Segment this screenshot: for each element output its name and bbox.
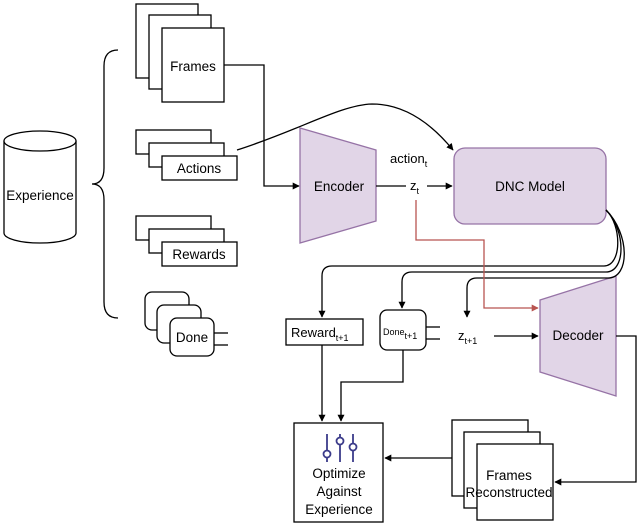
actions-label: Actions xyxy=(177,161,222,176)
done-label: Done xyxy=(176,330,208,345)
decoder-label: Decoder xyxy=(552,328,604,343)
done-next-label: Donet+1 xyxy=(383,327,417,341)
arrow-dnc-to-done xyxy=(398,209,622,309)
reward-next-label: Rewardt+1 xyxy=(291,325,349,343)
experience-database: Experience xyxy=(3,130,77,244)
optimize-line-1: Optimize xyxy=(312,466,365,481)
z-t-label: zt xyxy=(410,178,420,196)
arrow-z-to-decoder xyxy=(415,200,539,312)
encoder-label: Encoder xyxy=(314,179,365,194)
reward-next-box: Rewardt+1 xyxy=(285,318,364,346)
optimize-line-3: Experience xyxy=(305,502,373,517)
done-next-box: Donet+1 xyxy=(379,309,440,351)
done-stack: Done xyxy=(144,291,228,357)
rewards-label: Rewards xyxy=(172,247,226,262)
dnc-model-label: DNC Model xyxy=(495,179,565,194)
actions-stack: Actions xyxy=(135,129,238,181)
rewards-stack: Rewards xyxy=(135,215,238,267)
optimize-box: Optimize Against Experience xyxy=(293,422,384,523)
experience-label: Experience xyxy=(6,188,74,203)
arrow-dnc-to-reward xyxy=(318,209,619,318)
sliders-icon xyxy=(322,434,358,462)
frames-reconstructed-stack: Frames Reconstructed xyxy=(451,419,554,521)
experience-brace xyxy=(91,49,119,319)
arrow-decoder-to-frames-reconstructed xyxy=(554,335,637,486)
decoder-module: Decoder xyxy=(539,275,617,397)
arrow-done-to-optimize xyxy=(337,350,404,422)
arrow-dnc-to-z-next xyxy=(463,209,625,318)
encoder-module: Encoder xyxy=(299,127,377,244)
arrow-frames-to-encoder xyxy=(224,64,300,190)
frames-stack: Frames xyxy=(135,3,225,103)
frames-label: Frames xyxy=(170,59,216,74)
arrow-actions-to-dnc xyxy=(236,103,454,151)
frames-reconstructed-line-1: Frames xyxy=(486,468,532,483)
optimize-line-2: Against xyxy=(316,484,361,499)
z-next-label: zt+1 xyxy=(458,328,477,346)
frames-reconstructed-line-2: Reconstructed xyxy=(465,485,552,500)
dnc-model-module: DNC Model xyxy=(453,147,607,225)
action-t-label: actiont xyxy=(390,151,428,169)
